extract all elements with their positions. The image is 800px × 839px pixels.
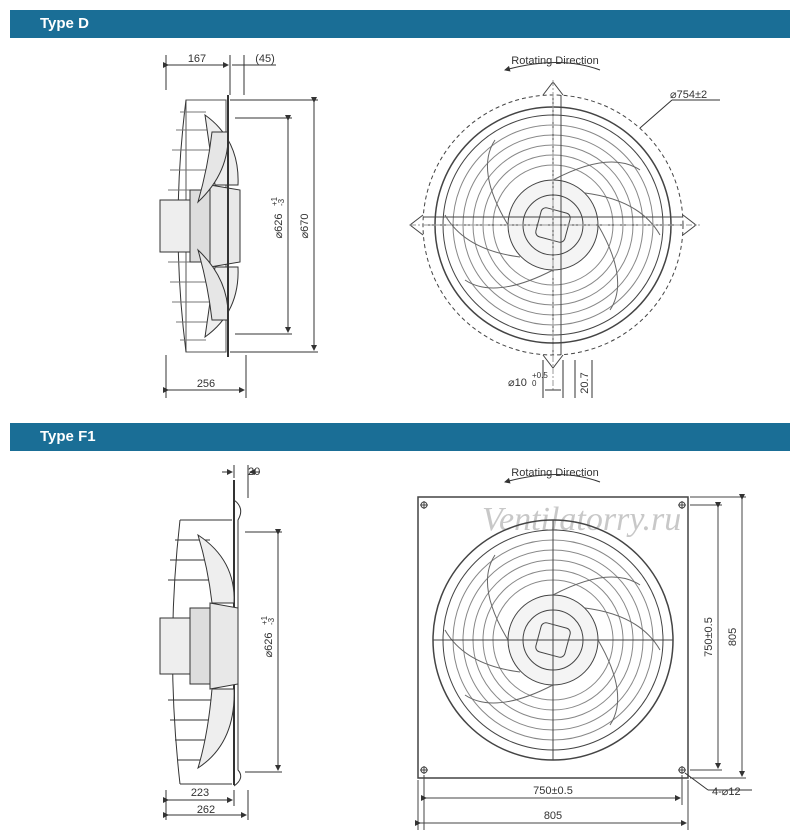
section-title: Type F1 — [40, 428, 96, 445]
type-d-side-view — [159, 55, 318, 398]
dim-20-7: 20.7 — [579, 372, 591, 393]
dim-262: 262 — [197, 804, 215, 816]
dim-20: 20 — [248, 466, 260, 478]
dim-670: ⌀670 — [299, 214, 311, 239]
section-header-type-d: Type D — [10, 10, 790, 38]
dim-angle-tol-up: +0.5 — [532, 371, 548, 380]
type-d-front-view — [409, 62, 720, 398]
dim-holes: 4-⌀12 — [712, 786, 741, 798]
dim-angle-tol-down: 0 — [532, 379, 537, 388]
dim-626-f1-tol-up: +1 — [260, 615, 269, 625]
dim-45: (45) — [255, 53, 275, 65]
type-f1-side-view — [159, 465, 282, 820]
dim-626-tol-up: +1 — [270, 196, 279, 206]
dim-angle-10: ⌀10 — [508, 377, 527, 389]
dim-754: ⌀754±2 — [670, 89, 707, 101]
dim-750-horizontal: 750±0.5 — [533, 785, 573, 797]
dim-626-tol-down: -3 — [277, 198, 286, 206]
dim-750-vertical: 750±0.5 — [703, 617, 715, 657]
dim-805-vertical: 805 — [727, 628, 739, 646]
rotating-direction-label: Rotating Direction — [511, 55, 598, 67]
dim-626-f1: ⌀626 — [263, 633, 275, 658]
dim-223: 223 — [191, 787, 209, 799]
dim-167: 167 — [188, 53, 206, 65]
section-title: Type D — [40, 15, 89, 32]
rotating-direction-label-f1: Rotating Direction — [511, 467, 598, 479]
watermark: Ventilatorry.ru — [482, 501, 681, 538]
section-header-type-f1: Type F1 — [10, 423, 790, 451]
dim-626-f1-tol-down: -3 — [267, 617, 276, 625]
dim-805-horizontal: 805 — [544, 810, 562, 822]
type-f1-front-view — [415, 474, 752, 830]
dim-626: ⌀626 — [273, 214, 285, 239]
dim-256: 256 — [197, 378, 215, 390]
